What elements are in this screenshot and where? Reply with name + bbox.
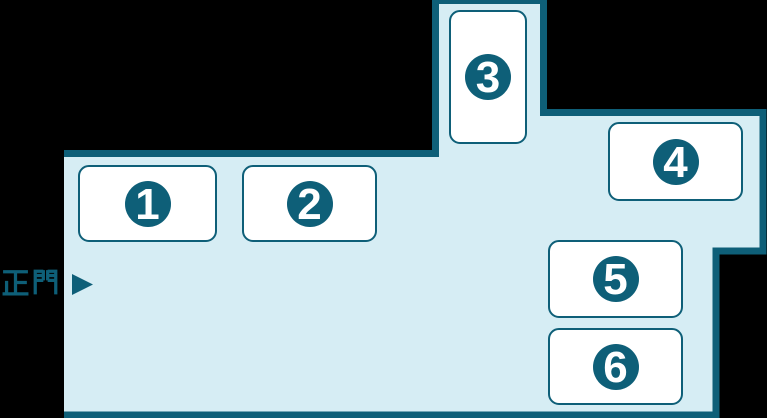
site-area-outline <box>64 0 767 418</box>
building-2-number-badge: 2 <box>286 179 333 229</box>
building-4: 4 <box>608 122 743 201</box>
building-6: 6 <box>548 328 683 405</box>
building-number: 2 <box>297 179 322 229</box>
building-3-number-badge: 3 <box>465 54 511 100</box>
building-1-number-badge: 1 <box>124 179 171 229</box>
building-6-number-badge: 6 <box>592 342 639 392</box>
building-1: 1 <box>78 165 217 242</box>
building-2: 2 <box>242 165 377 242</box>
building-number: 6 <box>603 342 628 392</box>
building-5: 5 <box>548 240 683 318</box>
gate-arrow-icon <box>72 274 93 295</box>
main-gate-label: 正門 <box>2 268 59 296</box>
building-number: 1 <box>135 179 160 229</box>
building-4-number-badge: 4 <box>652 137 699 187</box>
building-number: 5 <box>603 255 628 304</box>
building-number: 4 <box>663 137 688 187</box>
building-5-number-badge: 5 <box>592 255 639 304</box>
building-3: 3 <box>449 10 527 144</box>
kanji-sei-glyph-icon <box>2 270 29 296</box>
building-number: 3 <box>475 53 501 102</box>
kanji-mon-glyph-icon <box>33 269 58 295</box>
